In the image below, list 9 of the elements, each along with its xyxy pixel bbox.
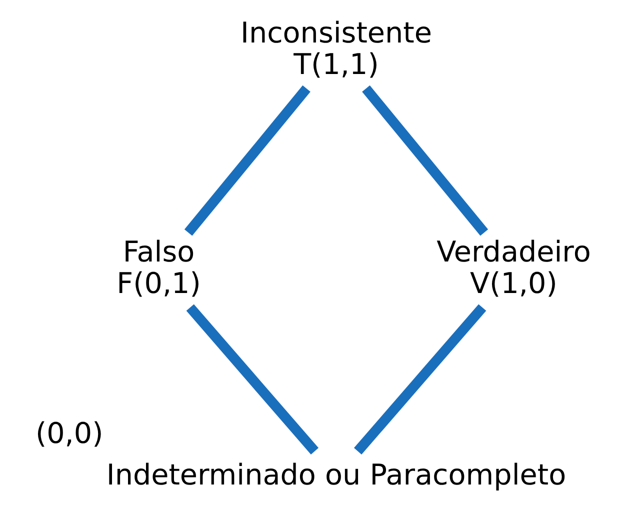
node-text: Indeterminado ou Paracompleto: [106, 458, 566, 492]
connector: [353, 304, 486, 454]
connector: [362, 85, 488, 236]
node-label: (0,0): [34, 416, 103, 450]
node-text: Verdadeiro V(1,0): [436, 234, 590, 300]
connector: [184, 85, 310, 236]
node-text: Inconsistente T(1,1): [240, 15, 432, 81]
node-text: Falso F(0,1): [116, 234, 200, 300]
connector: [186, 304, 318, 454]
